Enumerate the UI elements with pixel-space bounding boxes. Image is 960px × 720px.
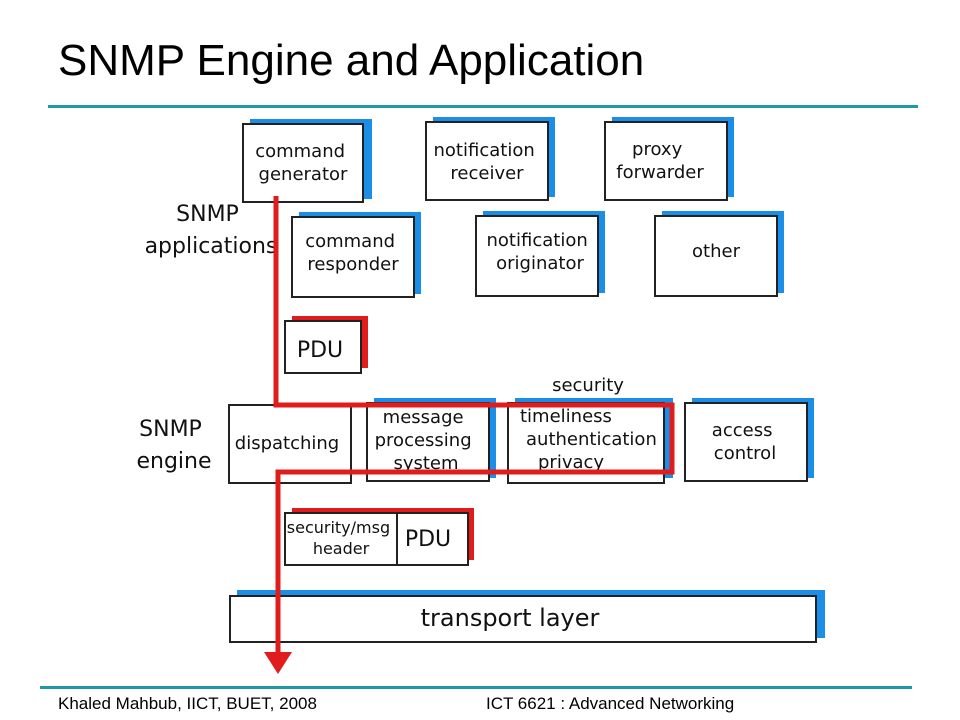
security-line-3: privacy bbox=[538, 452, 604, 473]
other-label: other bbox=[692, 241, 741, 262]
snmp-applications-line-2: applications bbox=[145, 234, 278, 259]
footer-rule bbox=[40, 686, 912, 689]
message-processing-box: message processing system bbox=[366, 398, 496, 482]
proxy-forwarder-line-1: proxy bbox=[632, 139, 683, 160]
notification-originator-label: notification originator bbox=[487, 230, 594, 274]
security-caption: security bbox=[552, 375, 624, 396]
other-line-1: other bbox=[692, 241, 741, 262]
command-generator-line-1: command bbox=[255, 141, 345, 162]
snmp-engine-line-2: engine bbox=[136, 449, 211, 474]
pdu-box: PDU bbox=[284, 316, 368, 374]
access-control-label: access control bbox=[712, 420, 778, 464]
notification-receiver-box: notification receiver bbox=[425, 117, 555, 201]
message-path-line bbox=[273, 196, 675, 655]
notification-receiver-line-2: receiver bbox=[450, 163, 524, 184]
transport-layer-box: transport layer bbox=[229, 590, 825, 643]
security-line-2: authentication bbox=[526, 429, 657, 450]
access-control-line-2: control bbox=[714, 443, 776, 464]
snmp-engine-label: SNMP engine bbox=[136, 417, 211, 474]
title-rule bbox=[48, 105, 918, 108]
notification-originator-line-2: originator bbox=[496, 253, 584, 274]
other-box: other bbox=[654, 211, 784, 297]
snmp-applications-line-1: SNMP bbox=[176, 202, 239, 227]
command-responder-box: command responder bbox=[291, 212, 421, 298]
access-control-line-1: access bbox=[712, 420, 773, 441]
slide-title: SNMP Engine and Application bbox=[58, 36, 645, 85]
snmp-applications-label: SNMP applications bbox=[145, 202, 278, 259]
command-generator-label: command generator bbox=[255, 141, 351, 185]
pdu-2-label: PDU bbox=[405, 527, 451, 552]
security-label: timeliness authentication privacy bbox=[520, 406, 663, 473]
security-msg-header-line-2: header bbox=[313, 539, 370, 558]
dispatching-line-1: dispatching bbox=[235, 433, 339, 454]
message-processing-line-2: processing bbox=[375, 430, 472, 451]
command-responder-line-2: responder bbox=[307, 254, 399, 275]
transport-layer-label: transport layer bbox=[421, 604, 600, 632]
message-processing-line-3: system bbox=[393, 453, 458, 474]
message-processing-label: message processing system bbox=[375, 407, 478, 474]
pdu-label: PDU bbox=[297, 338, 343, 363]
message-path-arrowhead bbox=[264, 652, 292, 674]
dispatching-label: dispatching bbox=[235, 433, 339, 454]
proxy-forwarder-label: proxy forwarder bbox=[616, 139, 704, 183]
secured-message-box: security/msg header PDU bbox=[284, 508, 474, 566]
notification-receiver-line-1: notification bbox=[434, 140, 535, 161]
security-msg-header-line-1: security/msg bbox=[287, 518, 390, 537]
security-line-1: timeliness bbox=[520, 406, 612, 427]
proxy-forwarder-line-2: forwarder bbox=[616, 162, 704, 183]
proxy-forwarder-box: proxy forwarder bbox=[604, 117, 734, 201]
notification-originator-line-1: notification bbox=[487, 230, 588, 251]
command-responder-line-1: command bbox=[305, 231, 395, 252]
message-processing-line-1: message bbox=[383, 407, 464, 428]
snmp-engine-line-1: SNMP bbox=[139, 417, 202, 442]
command-generator-box: command generator bbox=[242, 119, 372, 203]
security-msg-header-label: security/msg header bbox=[287, 518, 395, 558]
access-control-box: access control bbox=[684, 398, 814, 482]
command-generator-line-2: generator bbox=[259, 164, 348, 185]
command-responder-label: command responder bbox=[305, 231, 401, 275]
notification-originator-box: notification originator bbox=[475, 211, 605, 297]
notification-receiver-label: notification receiver bbox=[434, 140, 541, 184]
footer-author: Khaled Mahbub, IICT, BUET, 2008 bbox=[58, 694, 317, 713]
footer-course: ICT 6621 : Advanced Networking bbox=[486, 694, 735, 713]
